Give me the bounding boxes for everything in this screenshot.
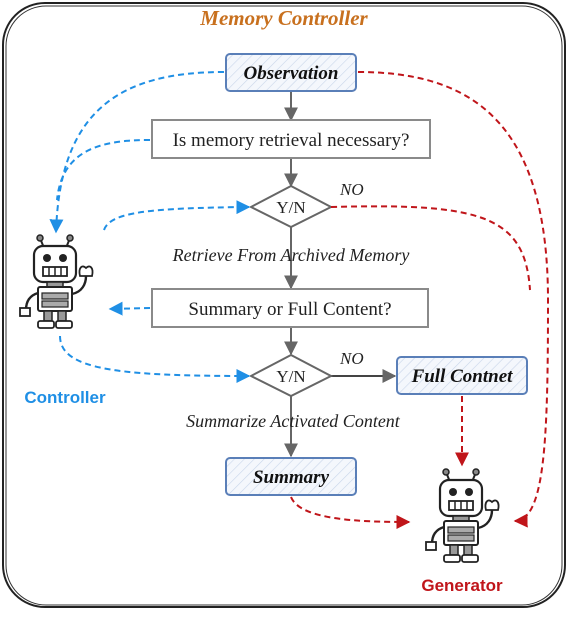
retrieval-question-label: Is memory retrieval necessary?	[173, 130, 410, 151]
summary-or-full-box	[151, 288, 429, 328]
controller-arrow-from-question1	[56, 139, 151, 201]
summarize-label: Summarize Activated Content	[186, 411, 401, 431]
generator-label: Generator	[421, 576, 503, 595]
decision-diamond-2	[248, 353, 334, 398]
no-label-2: NO	[339, 349, 364, 368]
decision-2-label: Y/N	[276, 367, 305, 386]
generator-arrow-from-observation	[357, 71, 550, 528]
decision-1-label: Y/N	[276, 198, 305, 217]
controller-arrow-to-decision1	[103, 200, 251, 231]
controller-arrow-from-question2	[108, 301, 151, 316]
controller-arrow-from-observation	[49, 71, 225, 234]
observation-label: Observation	[244, 63, 339, 84]
generator-arrow-from-decision1	[330, 205, 531, 291]
no-label-1: NO	[339, 180, 364, 199]
summary-box	[225, 457, 357, 496]
outer-frame-inner	[5, 5, 563, 606]
controller-arrow-to-decision2	[59, 335, 251, 383]
full-content-label: Full Contnet	[411, 366, 514, 387]
full-content-box	[396, 356, 528, 395]
retrieve-label: Retrieve From Archived Memory	[172, 245, 410, 265]
generator-arrow-from-summary	[290, 496, 411, 529]
summary-label: Summary	[253, 467, 330, 488]
observation-box	[225, 53, 357, 92]
diagram-title: Memory Controller	[199, 6, 368, 30]
summary-or-full-label: Summary or Full Content?	[188, 299, 391, 320]
controller-label: Controller	[24, 388, 106, 407]
retrieval-question-box	[151, 119, 431, 159]
